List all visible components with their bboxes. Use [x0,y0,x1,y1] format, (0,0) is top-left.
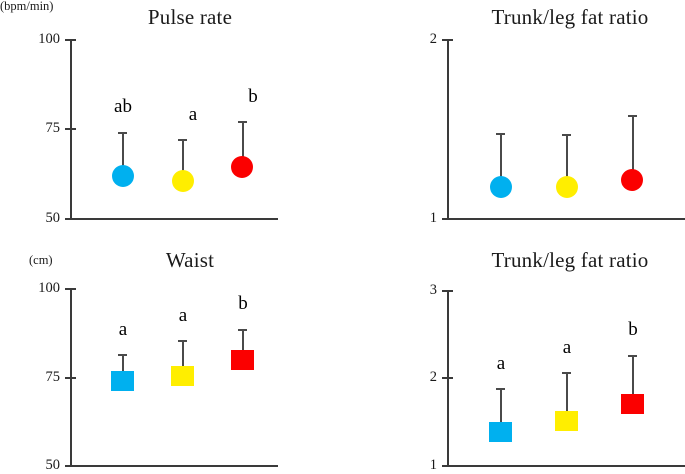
plot-area-trunk-leg-fat-ratio-bottom: 3 2 1 a a b [400,237,685,473]
errorbar-group2 [566,134,568,187]
y-tick-100 [65,288,76,290]
data-point-group3 [621,169,643,191]
significance-label-group3: b [248,86,258,107]
y-tick-label-1: 1 [429,457,437,473]
data-point-group2 [556,176,578,198]
data-point-group1 [112,165,134,187]
errorbar-cap-group1 [496,133,505,135]
plot-area-trunk-leg-fat-ratio-top: 2 1 [400,0,685,237]
significance-label-group3: b [238,293,248,314]
y-tick-label-50: 50 [45,210,61,226]
panel-title-waist: Waist [165,248,215,272]
y-tick-label-2: 2 [429,31,437,47]
y-tick-label-100: 100 [38,280,60,296]
y-tick-75 [65,377,76,379]
x-axis-trunk-leg-fat-ratio-bottom [447,465,685,467]
plot-area-pulse-rate: 100 75 50 ab a b [0,0,343,237]
errorbar-cap-group2 [178,340,187,342]
y-tick-50 [65,465,76,467]
panel-waist: (cm) Waist 100 75 50 a a b [0,237,343,473]
y-tick-label-75: 75 [45,120,61,136]
errorbar-group3 [242,329,244,361]
y-tick-2 [442,39,453,41]
plot-area-waist: 100 75 50 a a b [0,237,343,473]
errorbar-group1 [122,354,124,381]
y-axis-waist [70,288,72,465]
y-tick-1 [442,218,453,220]
errorbar-cap-group3 [238,121,247,123]
errorbar-group1 [500,388,502,423]
x-axis-trunk-leg-fat-ratio-top [447,218,685,220]
panel-title-pulse-rate: Pulse rate [147,5,233,29]
y-tick-label-100: 100 [38,31,60,47]
y-axis-trunk-leg-fat-ratio-top [447,39,449,219]
x-axis-pulse-rate [70,218,278,220]
data-point-group3 [621,394,644,414]
y-tick-label-3: 3 [429,282,437,298]
y-tick-100 [65,39,76,41]
y-tick-label-50: 50 [45,457,61,473]
panel-title-trunk-leg-fat-ratio-top: Trunk/leg fat ratio [491,5,649,29]
significance-label-group1: a [496,353,506,374]
panel-pulse-rate: (bpm/min) Pulse rate 100 75 50 ab a [0,0,343,237]
y-tick-label-1: 1 [429,210,437,226]
y-tick-label-75: 75 [45,369,61,385]
panel-trunk-leg-fat-ratio-top: Trunk/leg fat ratio 2 1 [400,0,685,237]
significance-label-group2: a [562,337,572,358]
errorbar-cap-group3 [628,115,637,117]
errorbar-group2 [182,340,184,377]
errorbar-group3 [632,355,634,395]
errorbar-group2 [566,372,568,412]
significance-label-group3: b [628,319,638,340]
errorbar-cap-group3 [238,329,247,331]
errorbar-cap-group1 [496,388,505,390]
y-tick-50 [65,218,76,220]
errorbar-group3 [632,115,634,180]
errorbar-group3 [242,121,244,167]
panel-trunk-leg-fat-ratio-bottom: Trunk/leg fat ratio 3 2 1 a a b [400,237,685,473]
unit-label-waist: (cm) [29,253,53,267]
y-tick-75 [65,128,76,130]
unit-label-pulse-rate: (bpm/min) [0,0,54,13]
errorbar-cap-group2 [562,372,571,374]
y-tick-2 [442,377,453,379]
data-point-group1 [489,422,512,442]
data-point-group3 [231,156,253,178]
errorbar-group1 [500,133,502,187]
data-point-group2 [171,366,194,386]
data-point-group2 [555,411,578,431]
y-tick-3 [442,290,453,292]
panel-title-trunk-leg-fat-ratio-bottom: Trunk/leg fat ratio [491,248,649,272]
y-tick-label-2: 2 [429,369,437,385]
errorbar-cap-group2 [562,134,571,136]
errorbar-cap-group3 [628,355,637,357]
data-point-group1 [111,371,134,391]
errorbar-cap-group1 [118,354,127,356]
data-point-group2 [172,170,194,192]
x-axis-waist [70,465,278,467]
y-tick-1 [442,465,453,467]
errorbar-cap-group2 [178,139,187,141]
data-point-group1 [490,176,512,198]
significance-label-group2: a [178,305,188,326]
significance-label-group2: a [188,104,198,125]
errorbar-cap-group1 [118,132,127,134]
significance-label-group1: a [118,319,128,340]
data-point-group3 [231,350,254,370]
errorbar-group2 [182,139,184,181]
significance-label-group1: ab [114,96,132,117]
errorbar-group1 [122,132,124,176]
